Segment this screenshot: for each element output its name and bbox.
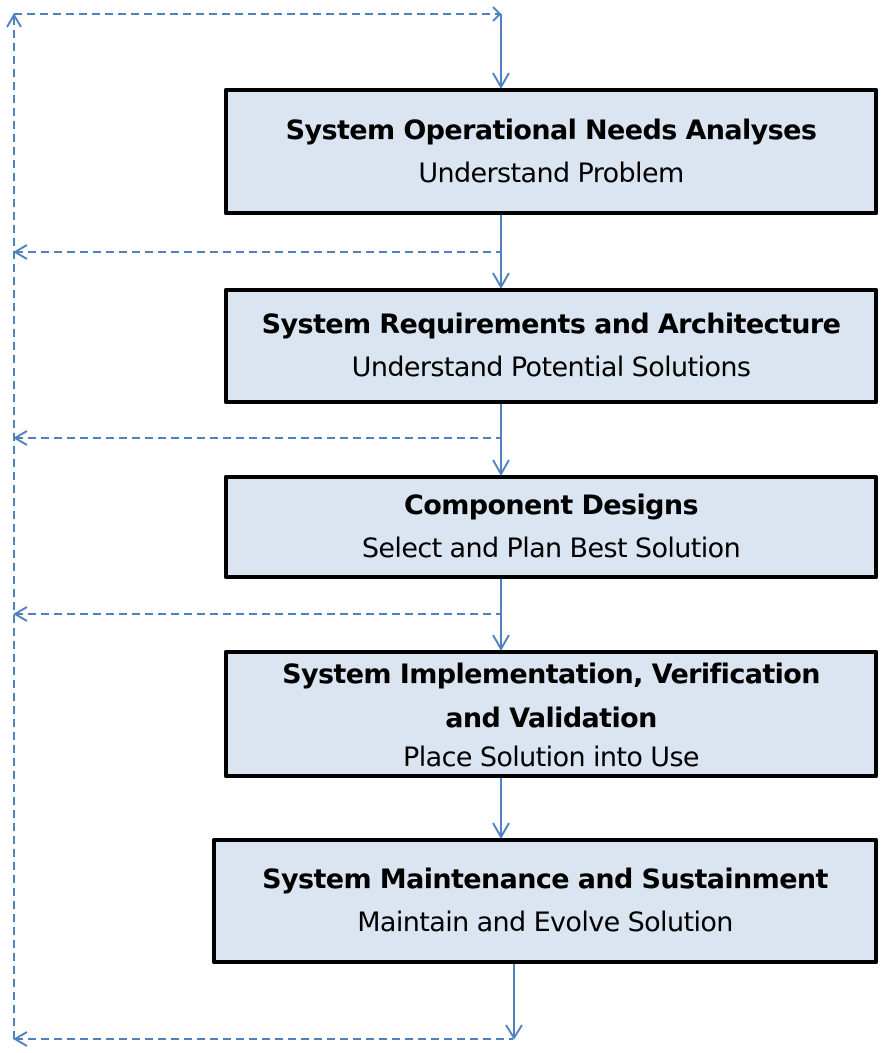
step-title: System Operational Needs Analyses [285, 114, 817, 146]
arrow-left-icon [13, 244, 28, 260]
step-subtitle: Understand Potential Solutions [351, 352, 751, 383]
arrow-down-icon [492, 459, 510, 477]
step-box-operational-needs: System Operational Needs Analyses Unders… [224, 88, 878, 215]
step-subtitle: Understand Problem [418, 157, 684, 189]
arrow-left-icon [13, 606, 28, 622]
step-title: System Requirements and Architecture [261, 309, 841, 340]
arrow-left-icon [13, 430, 28, 446]
step-subtitle: Place Solution into Use [403, 742, 699, 773]
arrow-up-icon [6, 13, 22, 28]
arrow-down-icon [505, 1024, 523, 1040]
step-title: Component Designs [404, 490, 699, 521]
step-box-implementation-vv: System Implementation, Verification and … [224, 650, 878, 778]
arrow-down-icon [492, 272, 510, 290]
step-box-maintenance-sustainment: System Maintenance and Sustainment Maint… [212, 838, 878, 964]
step-subtitle: Select and Plan Best Solution [361, 533, 741, 564]
step-title: System Implementation, Verification and … [282, 659, 820, 734]
arrow-down-icon [492, 634, 510, 652]
step-box-requirements-architecture: System Requirements and Architecture Und… [224, 288, 878, 404]
feedback-loop [13, 13, 513, 1040]
arrow-down-icon [492, 822, 510, 840]
arrow-down-icon [492, 72, 510, 90]
step-subtitle: Maintain and Evolve Solution [357, 907, 733, 938]
arrow-left-icon [13, 1031, 28, 1047]
step-box-component-designs: Component Designs Select and Plan Best S… [224, 475, 878, 579]
step-title: System Maintenance and Sustainment [262, 864, 828, 895]
